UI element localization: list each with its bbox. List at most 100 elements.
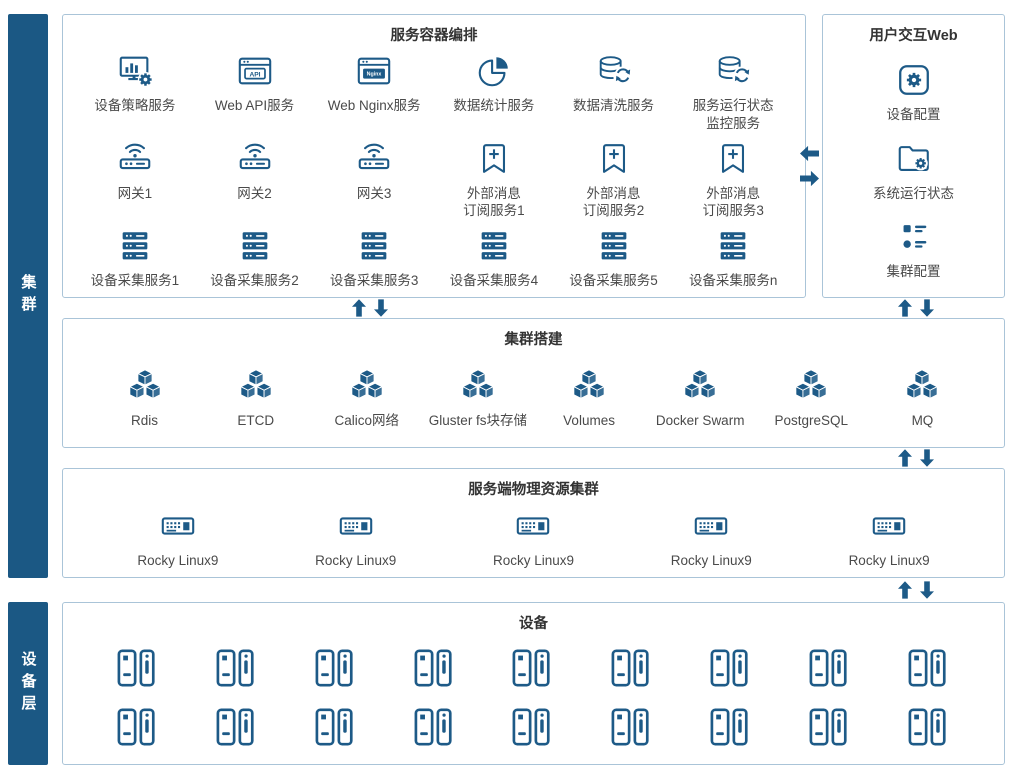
component-node: PostgreSQL	[756, 367, 867, 430]
collector-node: 设备采集服务n	[673, 227, 793, 290]
service-node: 服务运行状态 监控服务	[673, 52, 793, 132]
cluster-layer-bar: 集群	[8, 14, 48, 578]
cluster-layer-label: 集群	[19, 274, 37, 318]
service-label: 设备配置	[886, 107, 941, 123]
access-device-icon	[609, 706, 655, 748]
cubes-icon	[348, 367, 386, 405]
component-node: Docker Swarm	[645, 367, 756, 430]
devices-title: 设备	[519, 616, 548, 632]
rocky-linux-icon	[337, 507, 375, 545]
orchestration-row-2: 网关1 网关2 网关3 外部消息 订阅服务1 外部消息 订阅服务2	[63, 140, 805, 220]
subscribe-node: 外部消息 订阅服务3	[673, 140, 793, 220]
service-label: 系统运行状态	[873, 185, 954, 201]
server-stack-icon	[355, 227, 393, 265]
host-node: Rocky Linux9	[622, 507, 800, 570]
arrow-down-icon	[920, 299, 934, 317]
access-device-icon	[609, 647, 655, 689]
flow-arrows-web-cluster	[898, 299, 934, 317]
cluster-config-node: 集群配置	[887, 218, 941, 281]
arrow-up-icon	[898, 581, 912, 599]
arrow-up-icon	[898, 449, 912, 467]
database-sync-icon	[714, 52, 752, 90]
system-status-node: 系统运行状态	[873, 140, 954, 203]
subscribe-node: 外部消息 订阅服务1	[434, 140, 554, 220]
service-label: 外部消息 订阅服务3	[702, 185, 764, 219]
user-web-items: 设备配置 系统运行状态 集群配置	[823, 45, 1004, 297]
component-node: Gluster fs块存储	[422, 367, 533, 430]
database-sync-icon	[595, 52, 633, 90]
service-label: 设备采集服务2	[210, 273, 299, 289]
service-label: 网关1	[117, 185, 153, 201]
component-label: PostgreSQL	[774, 412, 849, 428]
cubes-icon	[237, 367, 275, 405]
gear-square-icon	[895, 61, 933, 99]
rocky-linux-icon	[514, 507, 552, 545]
orchestration-row-1: 设备策略服务 Web API服务 Web Nginx服务 数据统计服务 数据清洗…	[63, 52, 805, 132]
service-node: Web API服务	[195, 52, 315, 115]
service-node: 设备策略服务	[75, 52, 195, 115]
gateway-node: 网关1	[75, 140, 195, 203]
cluster-config-icon	[895, 218, 933, 256]
rocky-linux-icon	[159, 507, 197, 545]
service-node: Web Nginx服务	[314, 52, 434, 115]
service-label: 服务运行状态 监控服务	[692, 98, 774, 131]
gateway-node: 网关2	[195, 140, 315, 203]
physical-cluster-row: Rocky Linux9 Rocky Linux9 Rocky Linux9 R…	[63, 499, 1004, 577]
access-device-icon	[412, 647, 458, 689]
service-node: 数据清洗服务	[554, 52, 674, 115]
gateway-icon	[236, 140, 274, 178]
component-label: Calico网络	[334, 412, 400, 428]
access-device-icon	[214, 647, 260, 689]
component-label: Docker Swarm	[655, 412, 745, 428]
subscribe-plus-icon	[595, 140, 633, 178]
component-label: Volumes	[563, 412, 615, 428]
collector-node: 设备采集服务2	[195, 227, 315, 290]
monitor-gear-icon	[116, 52, 154, 90]
access-device-icon	[708, 647, 754, 689]
service-label: 设备采集服务5	[569, 273, 658, 289]
access-device-icon	[115, 647, 161, 689]
orchestration-panel: 服务容器编排 设备策略服务 Web API服务 Web Nginx服务 数据统计…	[62, 14, 806, 298]
collector-node: 设备采集服务3	[314, 227, 434, 290]
host-node: Rocky Linux9	[800, 507, 978, 570]
component-node: Volumes	[534, 367, 645, 430]
cubes-icon	[570, 367, 608, 405]
arrow-down-icon	[920, 581, 934, 599]
user-web-title: 用户交互Web	[869, 28, 958, 44]
orchestration-row-3: 设备采集服务1 设备采集服务2 设备采集服务3 设备采集服务4 设备采集服务5	[63, 227, 805, 290]
arrow-left-icon	[800, 144, 819, 163]
host-label: Rocky Linux9	[315, 552, 397, 568]
service-label: Web API服务	[214, 98, 295, 114]
access-device-icon	[313, 647, 359, 689]
access-device-icon	[708, 706, 754, 748]
access-device-icon	[412, 706, 458, 748]
host-label: Rocky Linux9	[137, 552, 219, 568]
physical-cluster-title: 服务端物理资源集群	[468, 482, 599, 498]
subscribe-plus-icon	[714, 140, 752, 178]
component-label: Gluster fs块存储	[428, 412, 528, 428]
host-node: Rocky Linux9	[267, 507, 445, 570]
service-label: 外部消息 订阅服务2	[582, 185, 645, 219]
gateway-icon	[116, 140, 154, 178]
access-device-icon	[115, 706, 161, 748]
device-grid	[63, 633, 1004, 764]
access-device-icon	[906, 706, 952, 748]
cluster-build-panel: 集群搭建 Rdis ETCD Calico网络 Gluster fs块存储 Vo…	[62, 318, 1005, 448]
host-label: Rocky Linux9	[492, 552, 575, 568]
server-stack-icon	[714, 227, 752, 265]
host-label: Rocky Linux9	[848, 552, 930, 568]
cubes-icon	[681, 367, 719, 405]
component-node: Rdis	[89, 367, 200, 430]
arrow-up-icon	[352, 299, 366, 317]
component-node: MQ	[867, 367, 978, 430]
flow-arrows-cluster-physical	[898, 449, 934, 467]
flow-arrows-orchestration-cluster	[352, 299, 388, 317]
collector-node: 设备采集服务5	[554, 227, 674, 290]
arrow-up-icon	[898, 299, 912, 317]
host-node: Rocky Linux9	[445, 507, 623, 570]
flow-arrows-physical-devices	[898, 581, 934, 599]
rocky-linux-icon	[870, 507, 908, 545]
service-label: 设备采集服务4	[449, 273, 539, 289]
host-label: Rocky Linux9	[670, 552, 752, 568]
